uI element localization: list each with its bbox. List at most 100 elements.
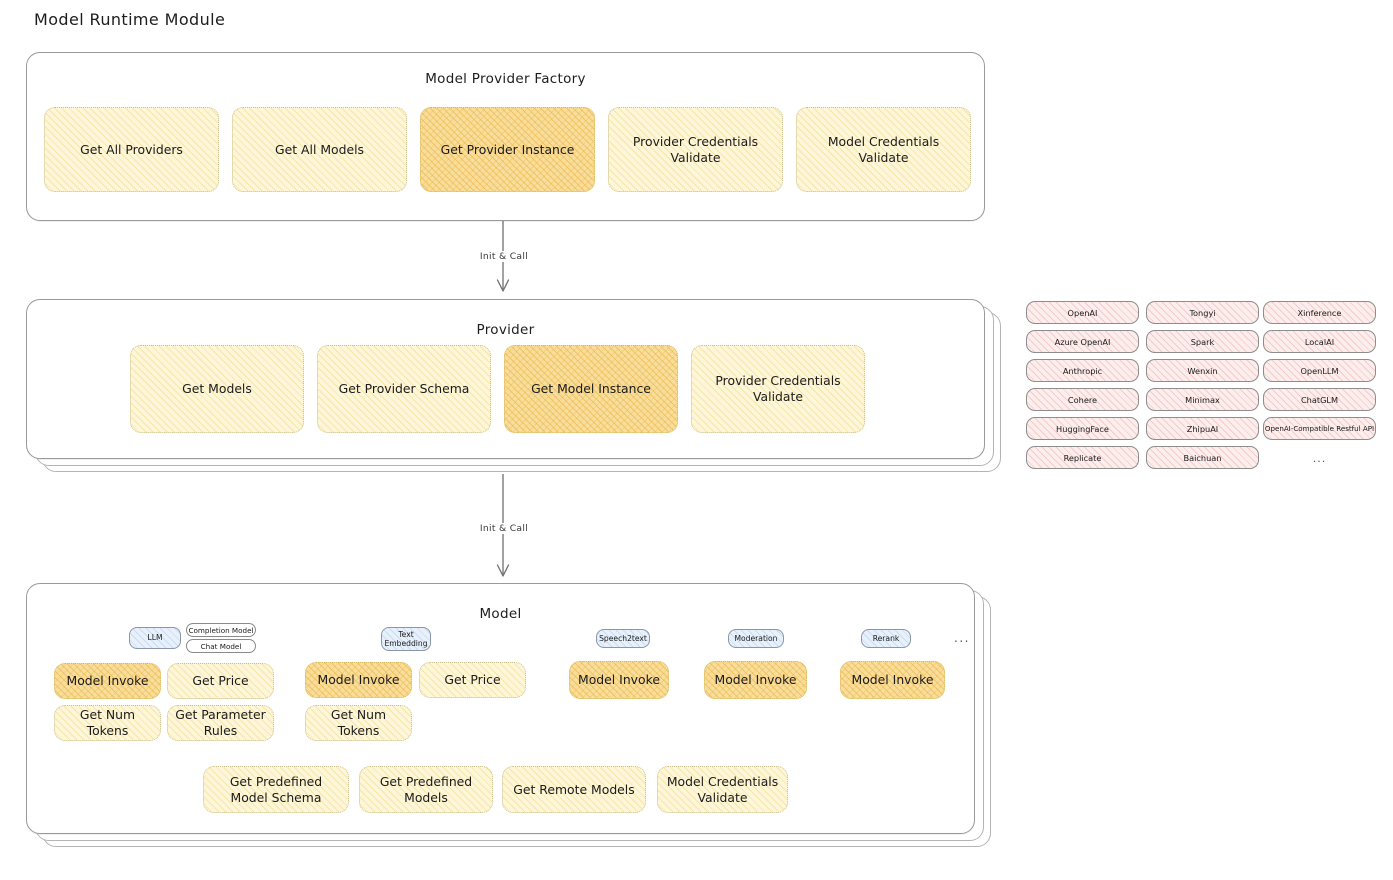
model-type-chip-rerank[interactable]: Rerank	[861, 629, 911, 648]
model-subtype-chip-completion-model[interactable]: Completion Model	[186, 623, 256, 637]
llm-method-get-num-tokens[interactable]: Get Num Tokens	[54, 705, 161, 741]
model-shared-method-get-remote-models[interactable]: Get Remote Models	[502, 766, 646, 813]
method-label: Model Invoke	[66, 673, 149, 689]
method-label: Get Remote Models	[513, 781, 635, 797]
arrow-label-init-and-call-2: Init & Call	[449, 523, 559, 534]
provider-chip-label: ZhipuAI	[1186, 423, 1219, 434]
llm-method-get-parameter-rules[interactable]: Get Parameter Rules	[167, 705, 274, 741]
text-embedding-method-get-num-tokens[interactable]: Get Num Tokens	[305, 705, 412, 741]
provider-chip-baichuan[interactable]: Baichuan	[1146, 446, 1259, 469]
rerank-method-model-invoke[interactable]: Model Invoke	[840, 661, 945, 699]
provider-chip-label: Xinference	[1297, 307, 1342, 318]
model-title: Model	[479, 606, 522, 622]
provider-item-label: Get Model Instance	[531, 381, 651, 397]
provider-item-provider-credentials-validate[interactable]: Provider Credentials Validate	[691, 345, 865, 433]
method-label: Get Predefined Model Schema	[229, 773, 323, 805]
provider-chip-label: Anthropic	[1062, 365, 1103, 376]
model-type-label: Text Embedding	[384, 629, 428, 648]
provider-chip-label: Spark	[1190, 336, 1215, 347]
provider-chip-cohere[interactable]: Cohere	[1026, 388, 1139, 411]
method-label: Model Credentials Validate	[666, 773, 779, 805]
provider-chip-openllm[interactable]: OpenLLM	[1263, 359, 1376, 382]
method-label: Get Price	[444, 672, 501, 688]
model-type-chip-llm[interactable]: LLM	[129, 627, 181, 649]
method-label: Model Invoke	[578, 672, 660, 688]
factory-item-label: Get All Models	[275, 141, 364, 157]
provider-chip-label: HuggingFace	[1056, 423, 1109, 434]
provider-chip-localai[interactable]: LocalAI	[1263, 330, 1376, 353]
provider-chip-label: Minimax	[1185, 394, 1220, 405]
provider-chip-label: Replicate	[1063, 452, 1102, 463]
model-type-label: Speech2text	[599, 633, 647, 643]
provider-item-label: Get Models	[182, 381, 252, 397]
provider-title: Provider	[476, 322, 535, 338]
provider-chip-label: Baichuan	[1183, 452, 1222, 463]
provider-chip-replicate[interactable]: Replicate	[1026, 446, 1139, 469]
moderation-method-model-invoke[interactable]: Model Invoke	[704, 661, 807, 699]
provider-chip-label: ChatGLM	[1300, 394, 1339, 405]
provider-chip-more: ...	[1263, 452, 1376, 465]
provider-chip-label: LocalAI	[1304, 336, 1335, 347]
model-type-label: Rerank	[872, 633, 900, 643]
model-provider-factory-title: Model Provider Factory	[425, 71, 586, 87]
model-type-chip-speech2text[interactable]: Speech2text	[596, 629, 650, 648]
provider-chip-openai-compatible-restful-api[interactable]: OpenAI-Compatible Restful API	[1263, 417, 1376, 440]
method-label: Model Invoke	[317, 672, 400, 688]
factory-item-model-credentials-validate[interactable]: Model Credentials Validate	[796, 107, 971, 192]
provider-chip-openai[interactable]: OpenAI	[1026, 301, 1139, 324]
method-label: Get Price	[192, 673, 249, 689]
provider-chip-huggingface[interactable]: HuggingFace	[1026, 417, 1139, 440]
factory-item-label: Get Provider Instance	[440, 141, 575, 157]
method-label: Get Predefined Models	[379, 773, 473, 805]
text-embedding-method-get-price[interactable]: Get Price	[419, 662, 526, 698]
llm-method-get-price[interactable]: Get Price	[167, 663, 274, 699]
model-type-chip-moderation[interactable]: Moderation	[728, 629, 784, 648]
method-label: Model Invoke	[851, 672, 934, 688]
provider-chip-label: OpenAI	[1067, 307, 1098, 318]
model-shared-method-get-predefined-models[interactable]: Get Predefined Models	[359, 766, 493, 813]
factory-item-get-all-providers[interactable]: Get All Providers	[44, 107, 219, 192]
provider-chip-minimax[interactable]: Minimax	[1146, 388, 1259, 411]
factory-item-label: Get All Providers	[80, 141, 183, 157]
llm-method-model-invoke[interactable]: Model Invoke	[54, 663, 161, 699]
provider-chip-wenxin[interactable]: Wenxin	[1146, 359, 1259, 382]
factory-item-get-all-models[interactable]: Get All Models	[232, 107, 407, 192]
model-shared-method-model-credentials-validate[interactable]: Model Credentials Validate	[657, 766, 788, 813]
provider-chip-label: OpenAI-Compatible Restful API	[1264, 424, 1375, 433]
model-subtype-label: Completion Model	[188, 625, 254, 635]
provider-item-get-provider-schema[interactable]: Get Provider Schema	[317, 345, 491, 433]
provider-chip-xinference[interactable]: Xinference	[1263, 301, 1376, 324]
provider-item-label: Provider Credentials Validate	[715, 373, 841, 404]
method-label: Get Num Tokens	[330, 707, 387, 738]
provider-chip-label: Tongyi	[1189, 307, 1216, 318]
model-shared-method-get-predefined-model-schema[interactable]: Get Predefined Model Schema	[203, 766, 349, 813]
provider-chip-zhipuai[interactable]: ZhipuAI	[1146, 417, 1259, 440]
model-types-more: ...	[950, 631, 974, 645]
arrow-label-init-and-call-1: Init & Call	[449, 251, 559, 262]
model-type-label: Moderation	[734, 633, 778, 643]
speech2text-method-model-invoke[interactable]: Model Invoke	[569, 661, 669, 699]
provider-chip-azure-openai[interactable]: Azure OpenAI	[1026, 330, 1139, 353]
model-subtype-label: Chat Model	[200, 641, 242, 651]
text-embedding-method-model-invoke[interactable]: Model Invoke	[305, 662, 412, 698]
provider-chip-spark[interactable]: Spark	[1146, 330, 1259, 353]
method-label: Get Num Tokens	[79, 707, 136, 738]
provider-chip-anthropic[interactable]: Anthropic	[1026, 359, 1139, 382]
page-title: Model Runtime Module	[34, 10, 226, 29]
method-label: Get Parameter Rules	[175, 707, 266, 738]
provider-item-get-model-instance[interactable]: Get Model Instance	[504, 345, 678, 433]
factory-item-label: Model Credentials Validate	[827, 133, 940, 165]
model-type-label: LLM	[147, 633, 163, 643]
provider-chip-label: Cohere	[1067, 394, 1098, 405]
provider-chip-label: OpenLLM	[1300, 365, 1339, 376]
factory-item-get-provider-instance[interactable]: Get Provider Instance	[420, 107, 595, 192]
provider-chip-tongyi[interactable]: Tongyi	[1146, 301, 1259, 324]
model-types-more-label: ...	[954, 631, 970, 645]
factory-item-provider-credentials-validate[interactable]: Provider Credentials Validate	[608, 107, 783, 192]
model-type-chip-text-embedding[interactable]: Text Embedding	[381, 627, 431, 651]
model-subtype-chip-chat-model[interactable]: Chat Model	[186, 639, 256, 653]
provider-item-get-models[interactable]: Get Models	[130, 345, 304, 433]
provider-chip-chatglm[interactable]: ChatGLM	[1263, 388, 1376, 411]
provider-more-label: ...	[1312, 452, 1327, 465]
